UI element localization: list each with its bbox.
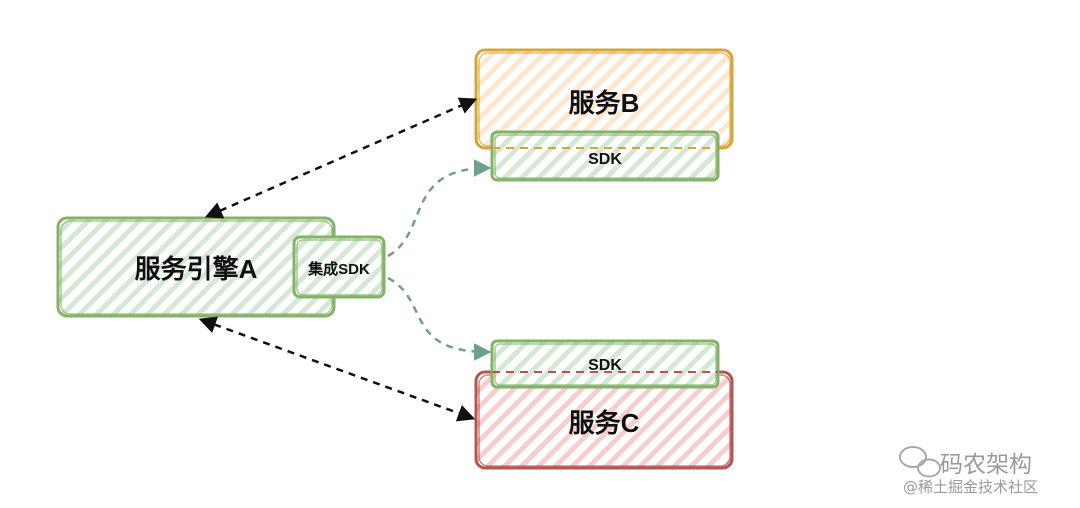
integrated-sdk-label: 集成SDK (307, 260, 370, 278)
service-c-node: 服务C (474, 370, 734, 470)
integrated-sdk-to-sdk-b-arrow (387, 159, 492, 258)
sdk-c-node: SDK (490, 339, 720, 389)
sdk-b-node: SDK (490, 130, 720, 182)
service-engine-a-label: 服务引擎A (135, 254, 258, 284)
engine-a-to-service-b-arrow (204, 97, 478, 219)
wechat-icon (899, 446, 941, 478)
watermark-source: @稀土掘金技术社区 (903, 478, 1038, 496)
sdk-c-label: SDK (588, 357, 622, 374)
watermark: 码农架构 @稀土掘金技术社区 (899, 446, 1038, 496)
integrated-sdk-node: 集成SDK (292, 235, 386, 299)
watermark-brand: 码农架构 (940, 452, 1032, 478)
service-b-label: 服务B (569, 88, 640, 118)
sdk-b-label: SDK (588, 151, 622, 168)
engine-a-to-service-c-arrow (198, 316, 476, 422)
service-c-label: 服务C (569, 408, 640, 438)
integrated-sdk-to-sdk-c-arrow (387, 276, 492, 361)
